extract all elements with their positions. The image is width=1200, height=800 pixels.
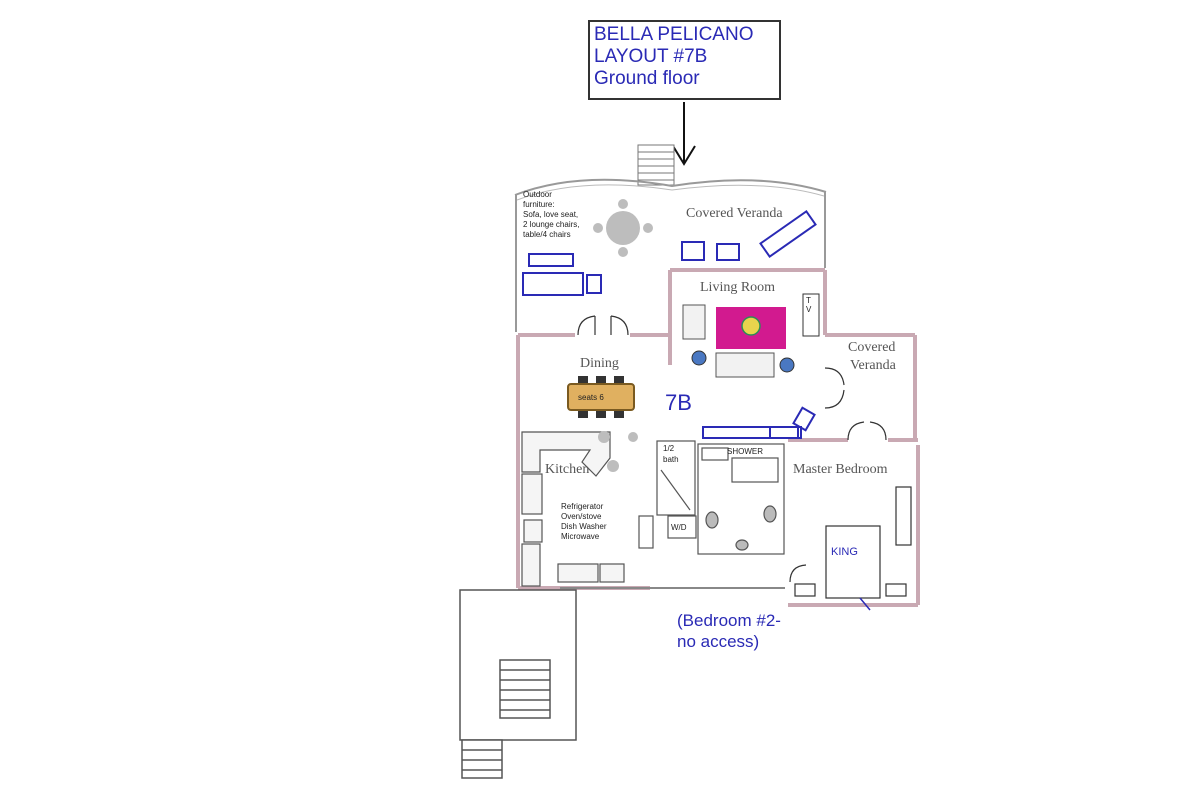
blue-furniture — [702, 406, 816, 439]
outdoor-note-line: table/4 chairs — [523, 230, 571, 239]
covered-veranda-top-label: Covered Veranda — [686, 206, 783, 221]
appliance-line: Dish Washer — [561, 522, 607, 531]
outdoor-furniture — [522, 209, 817, 296]
dining-table — [567, 376, 638, 442]
walls — [514, 178, 920, 607]
living-room-label: Living Room — [700, 280, 776, 295]
title-box: BELLA PELICANO LAYOUT #7B Ground floor — [588, 20, 781, 100]
entrance-stairs — [637, 144, 675, 186]
entrance-arrow — [672, 102, 696, 166]
appliances-note: Refrigerator Oven/stove Dish Washer Micr… — [561, 502, 607, 542]
outdoor-furniture-note: Outdoor furniture: Sofa, love seat, 2 lo… — [523, 190, 579, 240]
title-line-3: Ground floor — [594, 68, 700, 89]
king-label: KING — [831, 546, 858, 558]
appliance-line: Refrigerator — [561, 502, 604, 511]
unit-label: 7B — [665, 390, 692, 415]
master-bedroom-furniture — [794, 486, 912, 611]
half-bath-label-2: bath — [663, 455, 679, 464]
master-bedroom-label: Master Bedroom — [793, 462, 888, 477]
bathrooms — [638, 440, 785, 555]
appliance-line: Microwave — [561, 532, 600, 541]
tv-label: T V — [806, 296, 812, 314]
outdoor-note-line: Outdoor — [523, 190, 552, 199]
bedroom-2-label-1: (Bedroom #2- — [677, 611, 781, 630]
appliance-line: Oven/stove — [561, 512, 602, 521]
kitchen-label: Kitchen — [545, 462, 590, 477]
outdoor-note-line: 2 lounge chairs, — [523, 220, 580, 229]
covered-veranda-right-label-2: Veranda — [850, 358, 896, 373]
wd-label: W/D — [671, 523, 687, 532]
bedroom-2-label-2: no access) — [677, 632, 760, 651]
seats-label: seats 6 — [578, 393, 604, 402]
title-line-2: LAYOUT #7B — [594, 46, 708, 67]
living-room-furniture — [682, 293, 820, 378]
dining-label: Dining — [580, 356, 619, 371]
outdoor-note-line: furniture: — [523, 200, 555, 209]
title-line-1: BELLA PELICANO — [594, 24, 754, 45]
outdoor-table — [593, 199, 653, 257]
covered-veranda-right-label-1: Covered — [848, 340, 896, 355]
shower-label: SHOWER — [727, 447, 763, 456]
lower-stairs — [459, 589, 577, 779]
half-bath-label-1: 1/2 — [663, 444, 675, 453]
outdoor-note-line: Sofa, love seat, — [523, 210, 579, 219]
kitchen-counters — [521, 431, 625, 587]
